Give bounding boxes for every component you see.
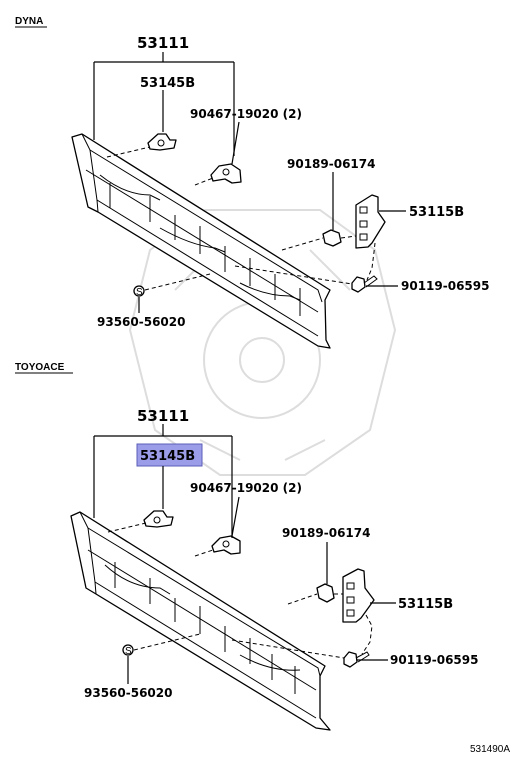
bolt-90119	[343, 651, 370, 668]
screw-93560: S	[133, 285, 145, 298]
label-90467: 90467-19020 (2)	[190, 481, 302, 495]
clip-90467	[210, 163, 242, 184]
nut-90189	[316, 583, 335, 603]
label-53145b: 53145B	[140, 76, 195, 91]
label-90119: 90119-06595	[401, 279, 489, 293]
bolt-90119	[351, 275, 378, 293]
label-90467: 90467-19020 (2)	[190, 107, 302, 121]
section-label-toyoace: TOYOACE	[15, 362, 65, 373]
grille-dyna	[71, 133, 331, 349]
section-label-dyna: DYNA	[15, 16, 43, 27]
clip-90467	[211, 535, 241, 555]
illustration-code: 531490A	[470, 744, 510, 755]
label-90189: 90189-06174	[282, 526, 370, 540]
screw-93560: S	[122, 644, 134, 657]
bracket-53115b	[355, 194, 386, 249]
bracket-53115b	[342, 568, 375, 623]
retainer-53145b	[143, 510, 174, 528]
svg-text:S: S	[136, 287, 143, 298]
highlight-box	[136, 443, 203, 467]
label-53111: 53111	[137, 34, 189, 52]
label-93560: 93560-56020	[97, 315, 185, 329]
nut-90189	[322, 229, 342, 247]
label-53115b: 53115B	[409, 205, 464, 220]
label-53111: 53111	[137, 407, 189, 425]
label-90119: 90119-06595	[390, 653, 478, 667]
label-53145b-highlighted: 53145B	[140, 449, 195, 464]
svg-text:S: S	[125, 646, 132, 657]
label-93560: 93560-56020	[84, 686, 172, 700]
retainer-53145b	[147, 133, 177, 151]
grille-toyoace	[70, 511, 331, 731]
label-90189: 90189-06174	[287, 157, 375, 171]
label-53115b: 53115B	[398, 597, 453, 612]
